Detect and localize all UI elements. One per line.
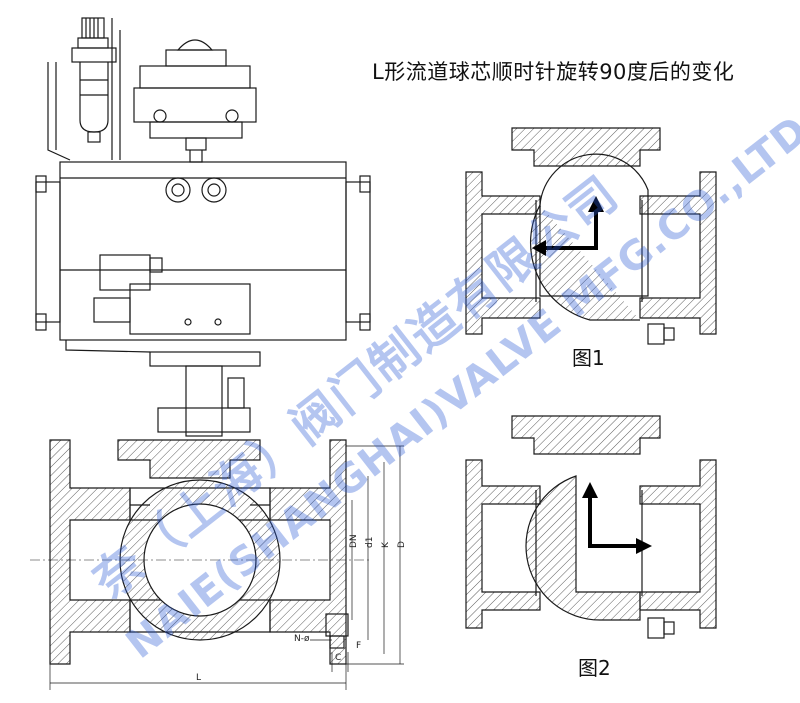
main-valve-body xyxy=(30,439,370,665)
figure-1-label: 图1 xyxy=(572,346,605,370)
filter-regulator xyxy=(47,17,117,161)
dim-d1: d1 xyxy=(365,537,375,548)
flow-arrow-figure-2 xyxy=(582,482,652,554)
dim-n-phi: N-ø xyxy=(294,634,310,644)
diagram-title: L形流道球芯顺时针旋转90度后的变化 xyxy=(372,60,735,84)
limit-switch-box xyxy=(133,39,257,163)
figure-2-label: 图2 xyxy=(578,656,611,680)
svg-text:NAIE(SHANGHAI)VALVE MFG.CO.,LT: NAIE(SHANGHAI)VALVE MFG.CO.,LTD. xyxy=(118,97,800,668)
dim-c: C xyxy=(335,653,341,663)
dimension-lines xyxy=(49,445,404,690)
figure-2-valve xyxy=(465,415,717,639)
dim-l: L xyxy=(196,673,201,683)
actuator-body xyxy=(35,161,371,341)
dim-d: D xyxy=(397,541,407,548)
watermark: 奈（上海）阀门制造有限公司 NAIE(SHANGHAI)VALVE MFG.CO… xyxy=(82,97,800,668)
dim-dn: DN xyxy=(349,534,359,548)
stem-coupling xyxy=(65,340,261,437)
actuator-assembly xyxy=(35,17,371,437)
dim-f: F xyxy=(356,641,361,651)
figure-1-valve xyxy=(465,127,717,345)
solenoid-valve xyxy=(93,254,251,335)
dim-k: K xyxy=(381,541,391,548)
flow-arrow-figure-1 xyxy=(532,196,604,256)
